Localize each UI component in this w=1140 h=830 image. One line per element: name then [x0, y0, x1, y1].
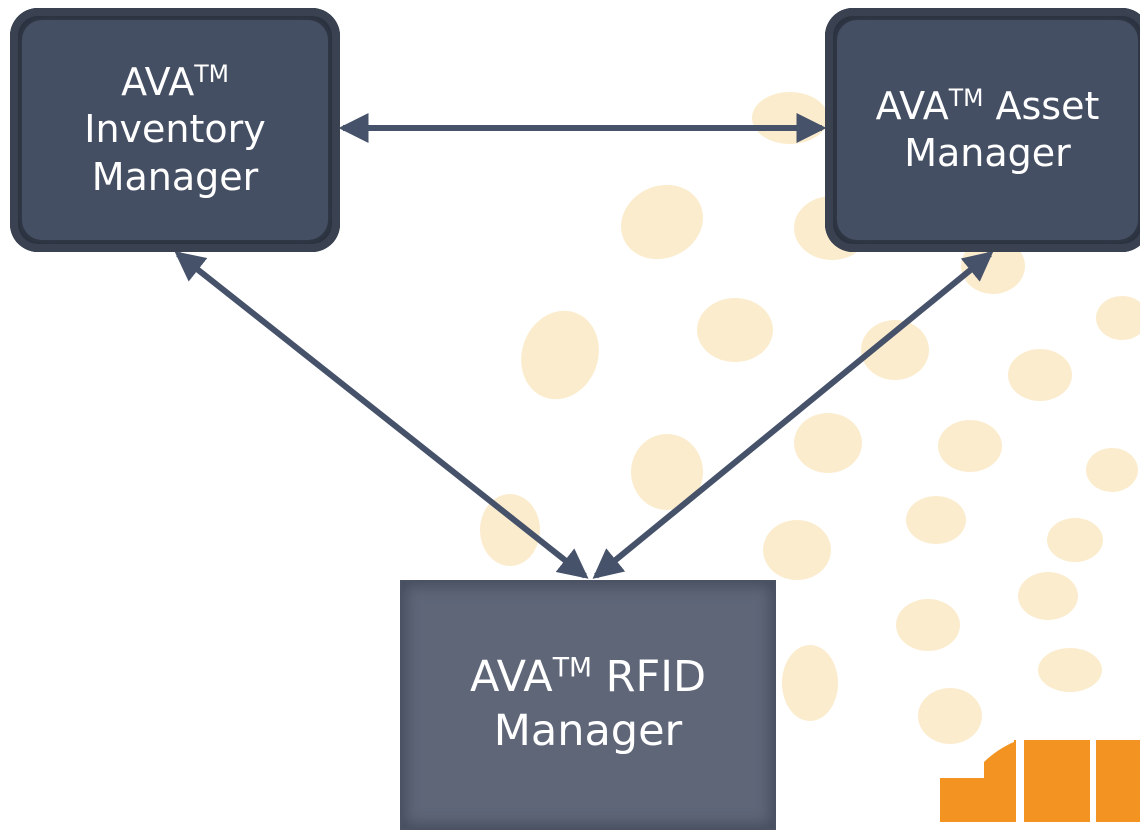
node-asset-label: AVATM Asset Manager [876, 83, 1100, 178]
node-asset-ava: AVA [875, 83, 949, 128]
node-rfid-line2: Manager [493, 706, 683, 756]
arrow-inventory-rfid [174, 251, 589, 579]
node-inventory-ava: AVA [121, 59, 195, 104]
node-inventory-label: AVATM Inventory Manager [84, 59, 266, 202]
trademark-mark: TM [552, 652, 592, 684]
trademark-mark: TM [194, 59, 229, 88]
node-inventory-manager: AVATM Inventory Manager [10, 8, 340, 252]
node-rfid-manager: AVATM RFID Manager [400, 580, 776, 830]
node-inventory-line2: Inventory [84, 107, 266, 152]
node-asset-suffix: Asset [983, 83, 1100, 128]
node-asset-manager: AVATM Asset Manager [825, 8, 1140, 252]
brand-logo-fragment [940, 740, 1140, 822]
node-rfid-suffix: RFID [591, 652, 707, 703]
node-rfid-label: AVATM RFID Manager [470, 651, 706, 759]
node-rfid-ava: AVA [469, 652, 553, 703]
trademark-mark: TM [948, 83, 984, 112]
connector-arrows [174, 113, 994, 579]
node-asset-line2: Manager [904, 131, 1071, 175]
node-inventory-line3: Manager [91, 154, 259, 199]
node-asset-line1: AVATM Asset [876, 83, 1100, 131]
node-rfid-line1: AVATM RFID [470, 651, 706, 705]
node-inventory-line1: AVATM [84, 59, 266, 107]
arrow-asset-rfid [592, 251, 994, 579]
